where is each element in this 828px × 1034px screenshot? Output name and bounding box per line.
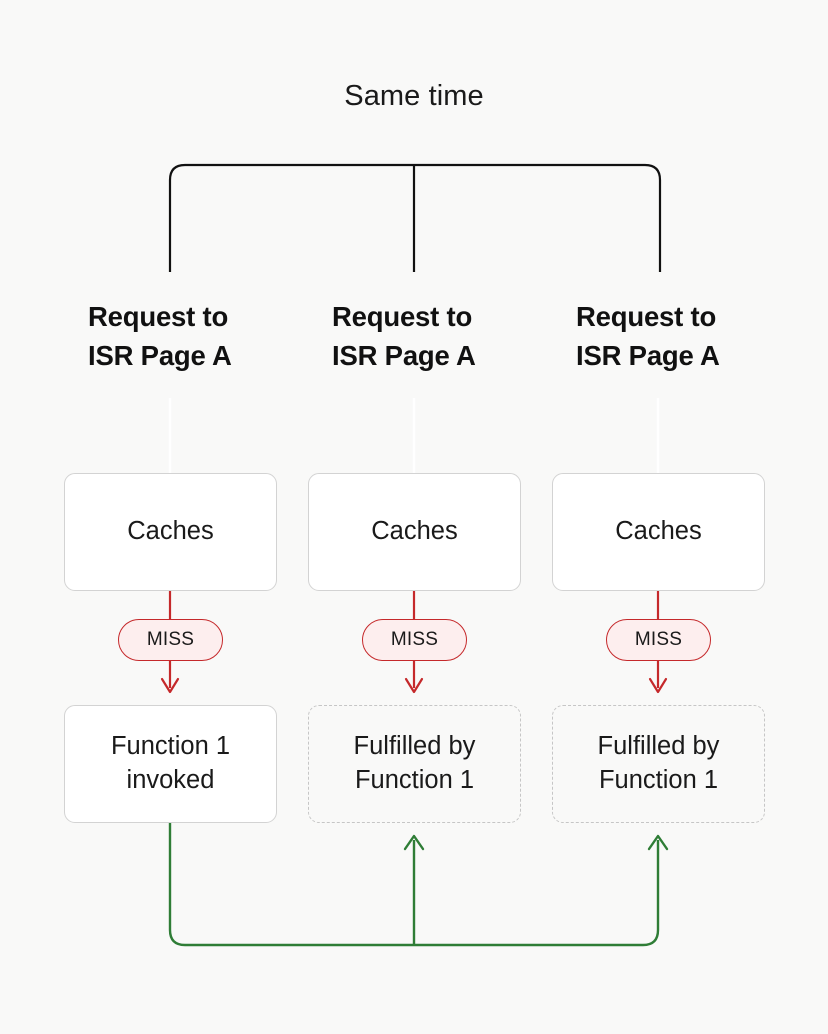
miss-to-result-arrow-3: [648, 658, 668, 694]
column-header-1: Request to ISR Page A: [88, 301, 232, 372]
cache-node-2: Caches: [308, 473, 521, 591]
miss-badge-1: MISS: [118, 619, 223, 661]
miss-to-result-arrow-1: [160, 658, 180, 694]
result-node-2: Fulfilled by Function 1: [308, 705, 521, 823]
fulfillment-path-main: [168, 823, 660, 947]
column-header-2: Request to ISR Page A: [332, 301, 476, 372]
miss-to-result-arrow-2: [404, 658, 424, 694]
fulfillment-arrowhead-3: [647, 834, 669, 851]
miss-badge-2: MISS: [362, 619, 467, 661]
cache-node-3: Caches: [552, 473, 765, 591]
result-node-1: Function 1 invoked: [64, 705, 277, 823]
same-time-bracket: [168, 163, 662, 272]
page-title: Same time: [344, 80, 484, 112]
result-node-3: Fulfilled by Function 1: [552, 705, 765, 823]
column-header-3: Request to ISR Page A: [576, 301, 720, 372]
fulfillment-arrowhead-2: [403, 834, 425, 851]
cache-node-1: Caches: [64, 473, 277, 591]
miss-badge-3: MISS: [606, 619, 711, 661]
